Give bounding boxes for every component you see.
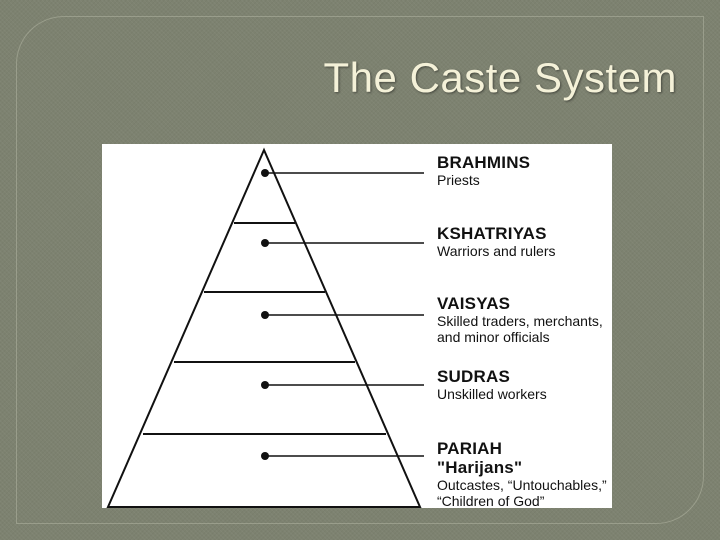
slide-title: The Caste System: [323, 54, 677, 101]
slide-frame: [16, 16, 704, 524]
tier-label-sudras: SUDRAS Unskilled workers: [437, 367, 547, 402]
tier-description-line-2: and minor officials: [437, 329, 550, 345]
tier-pointer-vaisyas: [261, 311, 424, 319]
tier-description-line-1: Skilled traders, merchants,: [437, 313, 603, 329]
tier-label-kshatriyas: KSHATRIYAS Warriors and rulers: [437, 224, 556, 259]
tier-label-vaisyas: VAISYAS Skilled traders, merchants, and …: [437, 294, 603, 345]
tier-pointer-sudras: [261, 381, 424, 389]
tier-name: SUDRAS: [437, 367, 510, 386]
tier-name: PARIAH: [437, 439, 503, 458]
tier-pointer-brahmins: [261, 169, 424, 177]
tier-description: Unskilled workers: [437, 386, 547, 402]
tier-description: Priests: [437, 172, 480, 188]
tier-description-line-1: Outcastes, “Untouchables,”: [437, 477, 607, 493]
pyramid-svg: [106, 147, 424, 508]
tier-subname: "Harijans": [437, 458, 523, 477]
caste-pyramid-diagram: BRAHMINS Priests KSHATRIYAS Warriors and…: [102, 144, 612, 509]
tier-description-line-2: “Children of God”: [437, 493, 545, 509]
tier-pointer-pariah: [261, 452, 424, 460]
tier-description: Warriors and rulers: [437, 243, 556, 259]
tier-name: KSHATRIYAS: [437, 224, 547, 243]
pyramid-outline: [106, 147, 422, 508]
tier-name: VAISYAS: [437, 294, 511, 313]
tier-label-pariah: PARIAH "Harijans" Outcastes, “Untouchabl…: [437, 439, 607, 509]
tier-label-brahmins: BRAHMINS Priests: [437, 153, 530, 188]
tier-name: BRAHMINS: [437, 153, 531, 172]
tier-pointer-kshatriyas: [261, 239, 424, 247]
